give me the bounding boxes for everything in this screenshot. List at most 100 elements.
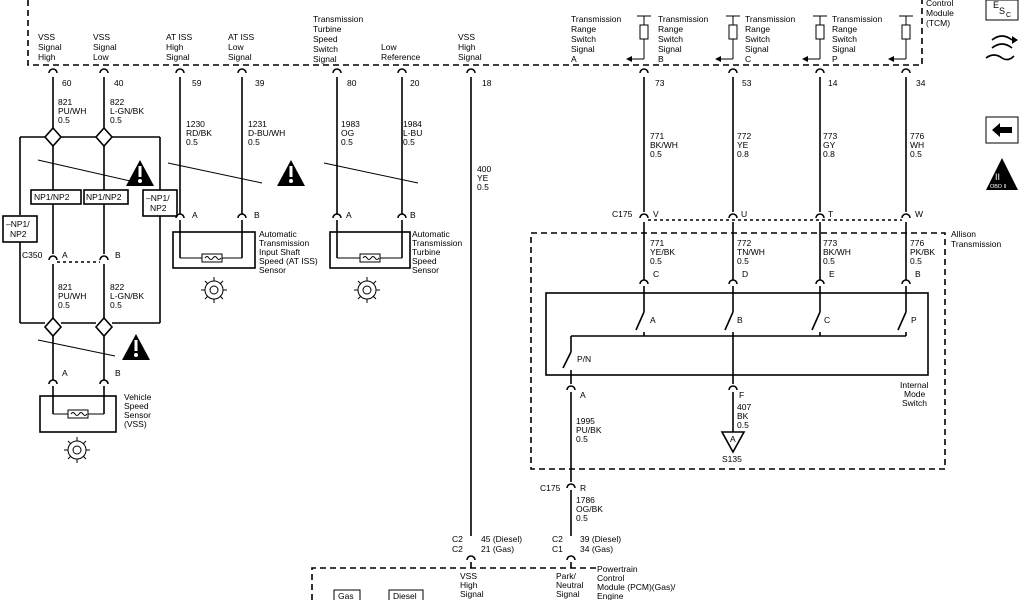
ground-icon [720, 431, 746, 454]
svg-text:34: 34 [916, 78, 926, 88]
svg-text:C2: C2 [552, 534, 563, 544]
svg-text:B: B [658, 54, 664, 64]
svg-text:Signal: Signal [832, 44, 856, 54]
svg-text:Transmission: Transmission [571, 14, 621, 24]
svg-text:Powertrain: Powertrain [597, 564, 638, 574]
svg-text:Speed (AT ISS): Speed (AT ISS) [259, 256, 318, 266]
svg-text:PK/BK: PK/BK [910, 247, 935, 257]
svg-text:VSS: VSS [458, 32, 475, 42]
range-switch-pullups [626, 15, 913, 62]
svg-text:1983: 1983 [341, 119, 360, 129]
svg-text:0.5: 0.5 [823, 256, 835, 266]
svg-text:Range: Range [658, 24, 683, 34]
svg-text:Low: Low [228, 42, 244, 52]
svg-text:AT ISS: AT ISS [228, 32, 254, 42]
svg-text:Turbine: Turbine [412, 247, 441, 257]
svg-text:W: W [915, 209, 923, 219]
svg-text:Speed: Speed [412, 256, 437, 266]
svg-text:0.5: 0.5 [58, 300, 70, 310]
svg-text:14: 14 [828, 78, 838, 88]
svg-text:Transmission: Transmission [951, 239, 1001, 249]
back-arrow-icon [985, 116, 1019, 144]
svg-text:45 (Diesel): 45 (Diesel) [481, 534, 522, 544]
svg-text:C: C [653, 269, 659, 279]
svg-text:Switch: Switch [313, 44, 338, 54]
svg-text:A: A [650, 315, 656, 325]
tcm-name: Control Module (TCM) [926, 0, 954, 28]
svg-text:NP1/NP2: NP1/NP2 [86, 192, 122, 202]
svg-text:Sensor: Sensor [259, 265, 286, 275]
svg-text:53: 53 [742, 78, 752, 88]
svg-text:C350: C350 [22, 250, 43, 260]
svg-text:80: 80 [347, 78, 357, 88]
svg-text:771: 771 [650, 238, 664, 248]
svg-text:OG: OG [341, 128, 354, 138]
svg-text:E: E [993, 0, 999, 10]
svg-text:A: A [62, 250, 68, 260]
svg-text:1984: 1984 [403, 119, 422, 129]
allison-transmission-box [530, 232, 946, 470]
svg-text:Automatic: Automatic [412, 229, 451, 239]
svg-text:Switch: Switch [745, 34, 770, 44]
svg-text:High: High [166, 42, 184, 52]
svg-text:776: 776 [910, 238, 924, 248]
svg-text:0.5: 0.5 [737, 256, 749, 266]
gear-icon [201, 277, 227, 303]
svg-text:20: 20 [410, 78, 420, 88]
svg-text:773: 773 [823, 238, 837, 248]
svg-text:Signal: Signal [38, 42, 62, 52]
svg-text:0.5: 0.5 [248, 137, 260, 147]
svg-text:YE: YE [737, 140, 749, 150]
svg-text:–NP1/: –NP1/ [6, 219, 30, 229]
svg-text:Neutral: Neutral [556, 580, 584, 590]
svg-text:Range: Range [832, 24, 857, 34]
svg-text:60: 60 [62, 78, 72, 88]
svg-text:0.5: 0.5 [650, 256, 662, 266]
svg-text:407: 407 [737, 402, 751, 412]
svg-text:OBD II: OBD II [990, 184, 1007, 190]
svg-text:L-BU: L-BU [403, 128, 422, 138]
svg-text:821: 821 [58, 97, 72, 107]
gear-icon [354, 277, 380, 303]
svg-text:S135: S135 [722, 454, 742, 464]
svg-text:Transmission: Transmission [259, 238, 309, 248]
svg-text:PU/BK: PU/BK [576, 425, 602, 435]
svg-text:TN/WH: TN/WH [737, 247, 765, 257]
svg-text:Sensor: Sensor [124, 410, 151, 420]
svg-text:Gas: Gas [338, 591, 354, 600]
svg-text:YE/BK: YE/BK [650, 247, 675, 257]
svg-text:Mode: Mode [904, 389, 926, 399]
svg-text:821: 821 [58, 282, 72, 292]
svg-text:High: High [38, 52, 56, 62]
svg-text:C2: C2 [452, 544, 463, 554]
svg-text:Transmission: Transmission [658, 14, 708, 24]
svg-text:0.5: 0.5 [186, 137, 198, 147]
svg-text:0.5: 0.5 [341, 137, 353, 147]
svg-text:High: High [460, 580, 478, 590]
svg-text:Reference: Reference [381, 52, 420, 62]
svg-text:B: B [737, 315, 743, 325]
svg-text:VSS: VSS [460, 571, 477, 581]
svg-text:A: A [346, 210, 352, 220]
svg-text:PU/WH: PU/WH [58, 291, 86, 301]
svg-text:0.5: 0.5 [576, 513, 588, 523]
svg-text:C2: C2 [452, 534, 463, 544]
svg-text:C: C [745, 54, 751, 64]
